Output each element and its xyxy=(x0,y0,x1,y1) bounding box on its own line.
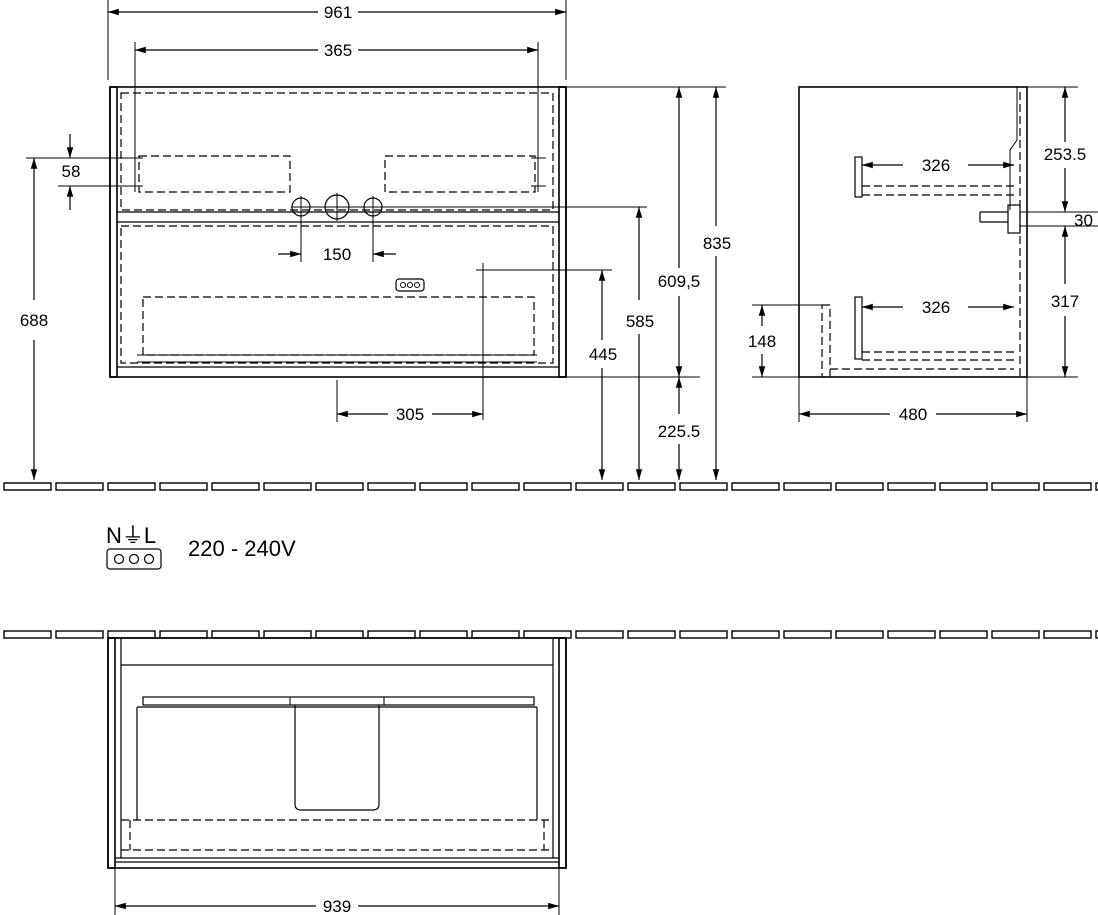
dim-socket-height: 445 xyxy=(589,345,617,364)
lower-drawer-hidden xyxy=(120,225,554,364)
dim-left-height: 688 xyxy=(20,311,48,330)
floor-segment xyxy=(575,630,624,639)
floor-segment xyxy=(1095,630,1098,639)
dim-tap-spacing: 365 xyxy=(324,41,352,60)
floor-segment xyxy=(887,630,936,639)
floor-segment xyxy=(211,482,260,491)
floor-segment xyxy=(939,482,988,491)
floor-segment xyxy=(575,482,624,491)
floor-segment xyxy=(419,482,468,491)
floor-segment xyxy=(1095,482,1098,491)
dim-floor-gap: 225.5 xyxy=(658,422,701,441)
floor-segment xyxy=(315,630,364,639)
floor-segment xyxy=(367,630,416,639)
dim-inner-width: 939 xyxy=(323,897,351,915)
side-view: 326 326 253.5 30 317 148 480 xyxy=(748,86,1098,424)
dim-socket-offset: 305 xyxy=(396,405,424,424)
dim-bottom-section: 317 xyxy=(1051,292,1079,311)
floor-segment xyxy=(315,482,364,491)
floor-segment xyxy=(835,630,884,639)
front-view: 961 365 58 688 150 305 445 585 xyxy=(20,0,731,480)
plan-view: 939 xyxy=(107,637,567,915)
floor-segment xyxy=(159,482,208,491)
floor-segment xyxy=(627,630,676,639)
floor-segment xyxy=(55,482,104,491)
dim-top-height: 609,5 xyxy=(658,272,701,291)
plan-cabinet-outline xyxy=(107,637,567,869)
floor-segment xyxy=(731,482,780,491)
floor-segment xyxy=(471,630,520,639)
dim-drawer-bottom-depth: 326 xyxy=(922,298,950,317)
floor-segment xyxy=(627,482,676,491)
front-right-panel xyxy=(558,86,567,378)
terminal-labels: N⏚L xyxy=(106,523,156,548)
dim-total-height: 835 xyxy=(703,234,731,253)
floor-segment xyxy=(887,482,936,491)
floor-segment xyxy=(991,482,1040,491)
floor-segment xyxy=(1043,630,1092,639)
upper-drawer-hidden xyxy=(120,92,554,211)
dim-tap-offset: 58 xyxy=(62,162,81,181)
voltage-label: 220 - 240V xyxy=(188,536,296,561)
floor-segment xyxy=(1043,482,1092,491)
dim-depth: 480 xyxy=(899,405,927,424)
siphon-cutout xyxy=(294,705,380,811)
floor-segment xyxy=(211,630,260,639)
socket-terminal-icon xyxy=(106,548,162,570)
front-left-panel xyxy=(109,86,118,378)
electrical-spec: N⏚L 220 - 240V xyxy=(106,523,296,570)
floor-segment xyxy=(3,482,52,491)
dim-drawer-top-depth: 326 xyxy=(922,156,950,175)
floor-segment xyxy=(107,482,156,491)
floor-segment xyxy=(367,482,416,491)
floor-segment xyxy=(3,630,52,639)
floor-line-bottom xyxy=(3,630,1098,639)
floor-segment xyxy=(263,482,312,491)
floor-segment xyxy=(731,630,780,639)
floor-segment xyxy=(679,630,728,639)
floor-segment xyxy=(991,630,1040,639)
floor-segment xyxy=(523,630,572,639)
dim-pipe-gap: 30 xyxy=(1074,211,1093,230)
floor-segment xyxy=(263,630,312,639)
floor-segment xyxy=(783,630,832,639)
socket-icon xyxy=(395,278,425,292)
floor-segment xyxy=(679,482,728,491)
dim-overall-width: 961 xyxy=(324,3,352,22)
floor-segment xyxy=(55,630,104,639)
floor-segment xyxy=(783,482,832,491)
floor-segment xyxy=(939,630,988,639)
dim-pipe-height: 585 xyxy=(626,312,654,331)
floor-segment xyxy=(107,630,156,639)
floor-segment xyxy=(471,482,520,491)
side-cabinet-outline xyxy=(798,86,1028,378)
dim-top-section: 253.5 xyxy=(1044,145,1087,164)
floor-segment xyxy=(835,482,884,491)
floor-line-top xyxy=(3,482,1098,491)
dim-pipe-spacing: 150 xyxy=(323,245,351,264)
floor-segment xyxy=(419,630,468,639)
floor-segment xyxy=(159,630,208,639)
front-cabinet-outline xyxy=(109,86,567,378)
floor-segment xyxy=(523,482,572,491)
dim-plinth-height: 148 xyxy=(748,332,776,351)
